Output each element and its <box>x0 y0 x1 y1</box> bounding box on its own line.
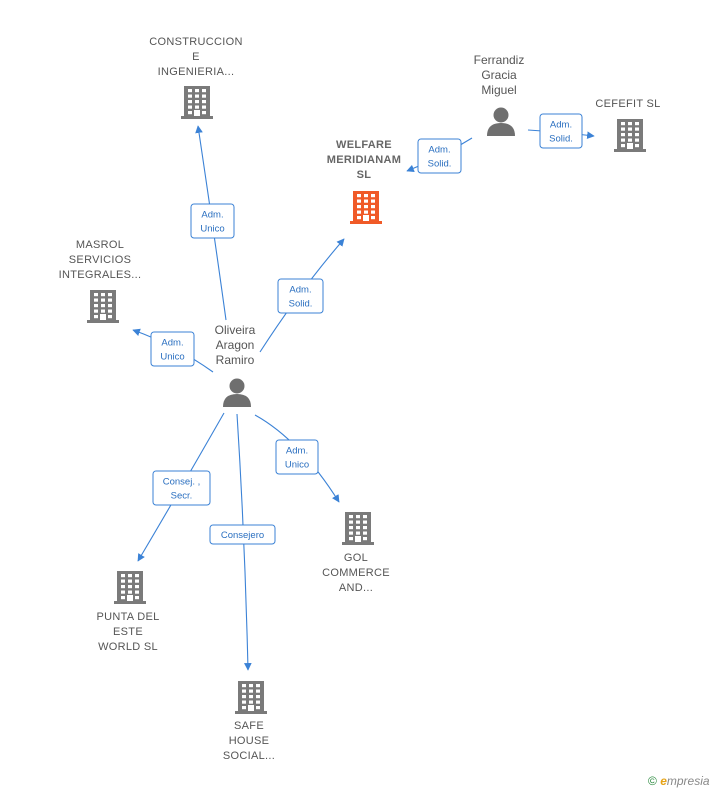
building-icon <box>114 571 146 604</box>
building-icon <box>350 191 382 224</box>
node-label-line: WORLD SL <box>98 641 158 653</box>
node-label-line: COMMERCE <box>322 567 390 579</box>
node-label-line: Gracia <box>481 68 517 82</box>
edge-label-ferrandiz-welfare[interactable]: Adm. Solid. <box>417 138 462 174</box>
node-label-line: MERIDIANAM <box>327 154 402 166</box>
edge-label-oliveira-gol[interactable]: Adm. Unico <box>275 439 319 475</box>
footer-brand: © empresia <box>648 774 710 788</box>
person-icon <box>223 378 251 407</box>
edge-label-oliveira-safe[interactable]: Consejero <box>209 524 276 545</box>
edge-label-text: Solid. <box>549 134 573 145</box>
edge-label-text: Solid. <box>289 299 313 310</box>
edge-label-box <box>209 524 276 545</box>
edge-label-box <box>275 439 319 475</box>
node-label-line: PUNTA DEL <box>96 611 159 623</box>
node-label-line: INGENIERIA... <box>158 66 235 78</box>
building-icon <box>235 681 267 714</box>
node-label-line: INTEGRALES... <box>59 269 142 281</box>
node-label-line: Aragon <box>216 338 255 352</box>
edge-label-oliveira-construccion[interactable]: Adm. Unico <box>190 203 235 239</box>
edge-labels-layer: Adm.UnicoAdm.Solid.Adm.Solid.Adm.Solid.A… <box>150 113 583 545</box>
edge-label-text: Adm. <box>428 145 450 156</box>
node-label-line: SL <box>357 169 372 181</box>
building-icon <box>87 290 119 323</box>
node-label-line: Ferrandiz <box>474 53 525 67</box>
building-icon <box>614 119 646 152</box>
node-label-line: HOUSE <box>229 735 270 747</box>
building-icon <box>342 512 374 545</box>
edge-label-text: Consej. , <box>163 477 201 488</box>
node-label-line: GOL <box>344 552 368 564</box>
edge-label-box <box>150 331 195 367</box>
node-label-line: Oliveira <box>215 323 256 337</box>
edge-label-text: Unico <box>285 460 309 471</box>
node-label-line: SOCIAL... <box>223 750 275 762</box>
company-node-punta[interactable]: PUNTA DEL ESTE WORLD SL <box>96 571 159 653</box>
node-label-line: E <box>192 51 200 63</box>
edge-label-text: Unico <box>200 224 224 235</box>
edge-label-text: Adm. <box>286 446 308 457</box>
edge-label-text: Adm. <box>289 285 311 296</box>
node-label-line: SERVICIOS <box>69 254 131 266</box>
node-label-line: Ramiro <box>216 353 255 367</box>
company-node-safe[interactable]: SAFE HOUSE SOCIAL... <box>223 681 275 762</box>
person-icon <box>487 107 515 136</box>
node-label-line: SAFE <box>234 720 264 732</box>
node-label-line: MASROL <box>76 239 124 251</box>
brand-logo: empresia <box>660 774 710 788</box>
edge-label-ferrandiz-cefefit[interactable]: Adm. Solid. <box>539 113 583 149</box>
copyright-icon: © <box>648 774 657 788</box>
edge-label-oliveira-punta[interactable]: Consej. , Secr. <box>152 470 211 506</box>
edge-label-text: Unico <box>160 352 184 363</box>
node-label-line: CEFEFIT SL <box>595 98 660 110</box>
edge-label-box <box>539 113 583 149</box>
edge-label-box <box>277 278 324 314</box>
edge-label-box <box>190 203 235 239</box>
company-node-construccion[interactable]: CONSTRUCCION E INGENIERIA... <box>149 36 242 119</box>
edge-label-text: Adm. <box>201 210 223 221</box>
node-label-line: AND... <box>339 582 373 594</box>
edge-label-text: Adm. <box>161 338 183 349</box>
company-node-welfare[interactable]: WELFARE MERIDIANAM SL <box>327 139 402 224</box>
edge-label-text: Consejero <box>221 530 264 541</box>
node-label-line: CONSTRUCCION <box>149 36 242 48</box>
company-node-gol[interactable]: GOL COMMERCE AND... <box>322 512 390 594</box>
edge-label-oliveira-masrol[interactable]: Adm. Unico <box>150 331 195 367</box>
node-label-line: ESTE <box>113 626 143 638</box>
company-node-masrol[interactable]: MASROL SERVICIOS INTEGRALES... <box>59 239 142 323</box>
edge-label-box <box>417 138 462 174</box>
edge-label-oliveira-welfare[interactable]: Adm. Solid. <box>277 278 324 314</box>
edge-label-box <box>152 470 211 506</box>
edge-label-text: Adm. <box>550 120 572 131</box>
edge-label-text: Solid. <box>428 159 452 170</box>
company-node-cefefit[interactable]: CEFEFIT SL <box>595 98 660 152</box>
edge-label-text: Secr. <box>171 491 193 502</box>
building-icon <box>181 86 213 119</box>
node-label-line: Miguel <box>481 83 516 97</box>
nodes-layer: CONSTRUCCION E INGENIERIA... WELFARE MERIDIA… <box>59 36 661 762</box>
node-label-line: WELFARE <box>336 139 392 151</box>
